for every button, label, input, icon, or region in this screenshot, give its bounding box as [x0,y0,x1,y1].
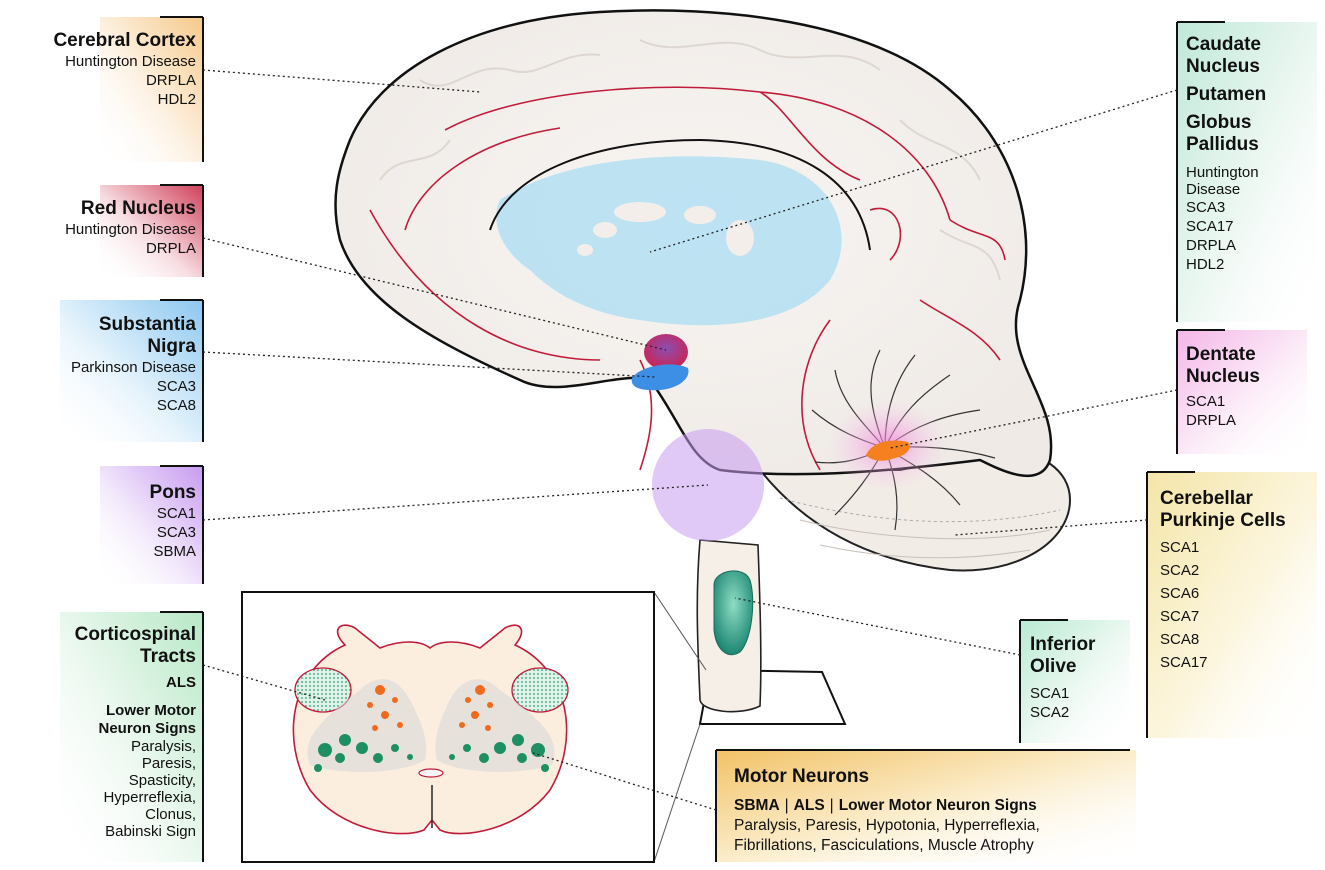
globus-title-1: Globus [1186,112,1321,134]
caudate-item: HDL2 [1186,255,1321,274]
pons-item: SBMA [0,542,196,561]
dentate-glow [828,399,948,491]
separator: | [785,797,789,814]
caudate-disease-1: Huntington [1186,164,1321,181]
caudate-disease-1b: Disease [1186,181,1321,198]
spinal-cross-section [293,625,568,833]
purkinje-title-2: Purkinje Cells [1160,510,1322,532]
red-nucleus-item: Huntington Disease [0,220,196,239]
inferior-olive-title-2: Olive [1030,656,1130,678]
label-red-nucleus: Red Nucleus Huntington Disease DRPLA [0,198,196,258]
corticospinal-disease: ALS [0,674,196,692]
corticospinal-title-2: Tracts [0,646,196,668]
motor-neurons-lmn: Lower Motor Neuron Signs [839,797,1037,814]
label-cerebral-cortex: Cerebral Cortex Huntington Disease DRPLA… [0,30,196,109]
label-substantia-nigra: Substantia Nigra Parkinson Disease SCA3 … [0,314,196,415]
red-nucleus-title: Red Nucleus [0,198,196,220]
purkinje-item: SCA1 [1160,538,1322,557]
purkinje-title-1: Cerebellar [1160,488,1322,510]
caudate-title-1: Caudate [1186,34,1321,56]
dentate-item: SCA1 [1186,392,1316,411]
label-dentate-nucleus: Dentate Nucleus SCA1 DRPLA [1186,344,1316,430]
caudate-item: DRPLA [1186,236,1321,255]
substantia-nigra-title-2: Nigra [0,336,196,358]
dentate-title-2: Nucleus [1186,366,1316,388]
separator: | [830,797,834,814]
corticospinal-sign: Paresis, [0,755,196,772]
corticospinal-sign: Hyperreflexia, [0,789,196,806]
cortex-item: DRPLA [0,71,196,90]
putamen-title: Putamen [1186,84,1321,106]
label-pons: Pons SCA1 SCA3 SBMA [0,482,196,561]
label-inferior-olive: Inferior Olive SCA1 SCA2 [1030,634,1130,722]
motor-neurons-signs-2: Fibrillations, Fasciculations, Muscle At… [734,836,1154,856]
corticospinal-sign: Babinski Sign [0,823,196,840]
substantia-nigra-item: SCA3 [0,377,196,396]
corticospinal-signs-title-1: Lower Motor [0,702,196,720]
caudate-item: SCA3 [1186,198,1321,217]
corticospinal-sign: Clonus, [0,806,196,823]
dentate-item: DRPLA [1186,411,1316,430]
label-motor-neurons: Motor Neurons SBMA | ALS | Lower Motor Neuro… [734,766,1154,856]
corticospinal-title-1: Corticospinal [0,624,196,646]
caudate-title-2: Nucleus [1186,56,1321,78]
inferior-olive-item: SCA2 [1030,703,1130,722]
substantia-nigra-title-1: Substantia [0,314,196,336]
dentate-title-1: Dentate [1186,344,1316,366]
label-corticospinal-tracts: Corticospinal Tracts ALS Lower Motor Neu… [0,624,196,840]
cortex-item: Huntington Disease [0,52,196,71]
purkinje-item: SCA7 [1160,607,1322,626]
caudate-item: SCA17 [1186,217,1321,236]
motor-neurons-title: Motor Neurons [734,766,1154,788]
motor-neurons-als: ALS [794,797,825,814]
purkinje-item: SCA6 [1160,584,1322,603]
globus-title-2: Pallidus [1186,134,1321,156]
pons-item: SCA3 [0,523,196,542]
motor-neurons-signs-1: Paralysis, Paresis, Hypotonia, Hyperrefl… [734,816,1154,836]
corticospinal-sign: Spasticity, [0,772,196,789]
substantia-nigra-item: Parkinson Disease [0,358,196,377]
cerebral-cortex-title: Cerebral Cortex [0,30,196,52]
corticospinal-sign: Paralysis, [0,738,196,755]
motor-neurons-sbma: SBMA [734,797,780,814]
inferior-olive-title-1: Inferior [1030,634,1130,656]
corticospinal-signs-title-2: Neuron Signs [0,720,196,738]
inferior-olive-item: SCA1 [1030,684,1130,703]
cortex-item: HDL2 [0,90,196,109]
pons-item: SCA1 [0,504,196,523]
label-caudate-putamen-pallidus: Caudate Nucleus Putamen Globus Pallidus … [1186,34,1321,274]
red-nucleus-item: DRPLA [0,239,196,258]
purkinje-item: SCA8 [1160,630,1322,649]
purkinje-item: SCA2 [1160,561,1322,580]
purkinje-item: SCA17 [1160,653,1322,672]
pons-title: Pons [0,482,196,504]
substantia-nigra-item: SCA8 [0,396,196,415]
motor-neurons-diseases: SBMA | ALS | Lower Motor Neuron Signs [734,796,1154,816]
label-cerebellar-purkinje: Cerebellar Purkinje Cells SCA1 SCA2 SCA6… [1160,488,1322,672]
